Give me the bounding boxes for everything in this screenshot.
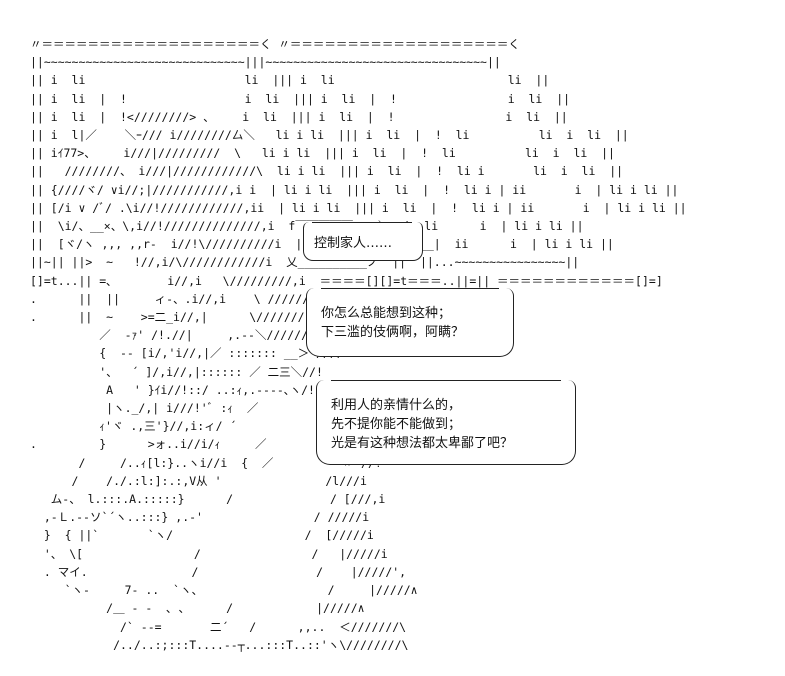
- speech-bubble-2-line-2: 下三滥的伎俩啊，阿瞒？: [321, 325, 465, 340]
- speech-bubble-1: 控制家人……: [303, 222, 423, 261]
- speech-bubble-3-line-1: 利用人的亲情什么的，: [331, 398, 462, 413]
- speech-bubble-3-line-3: 光是有这种想法都太卑鄙了吧？: [331, 436, 514, 451]
- speech-bubble-1-line-1: 控制家人……: [314, 236, 393, 251]
- speech-bubble-2: 你怎么总能想到这种； 下三滥的伎俩啊，阿瞒？: [306, 288, 514, 357]
- speech-bubble-3: 利用人的亲情什么的， 先不提你能不能做到； 光是有这种想法都太卑鄙了吧？: [316, 380, 576, 465]
- speech-bubble-1-top-edge: [312, 222, 412, 223]
- speech-bubble-2-top-edge: [321, 288, 499, 289]
- speech-bubble-3-top-edge: [331, 380, 561, 381]
- speech-bubble-2-line-1: 你怎么总能想到这种；: [321, 306, 452, 321]
- speech-bubble-3-line-2: 先不提你能不能做到；: [331, 417, 462, 432]
- ascii-art: 〃＝＝＝＝＝＝＝＝＝＝＝＝＝＝＝＝＝＝＝く 〃＝＝＝＝＝＝＝＝＝＝＝＝＝＝＝＝＝…: [30, 37, 687, 652]
